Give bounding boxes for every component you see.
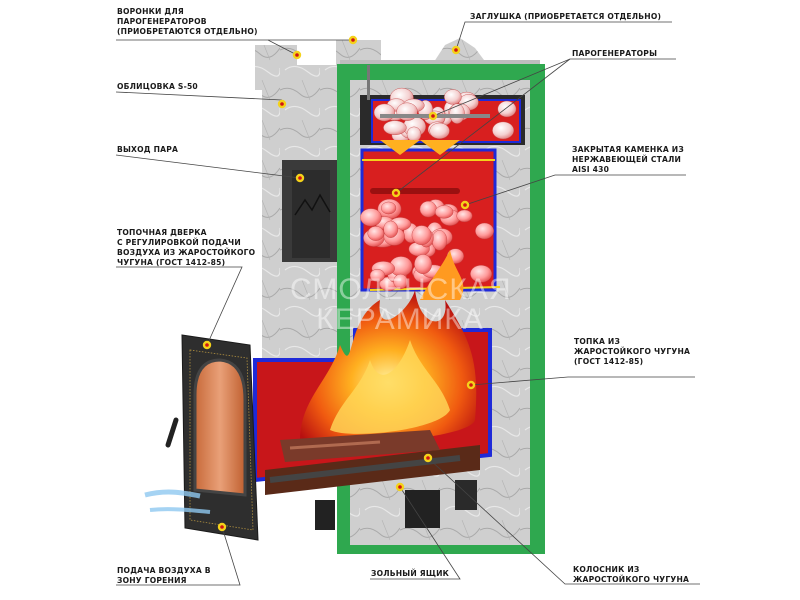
stone	[367, 226, 385, 241]
label-closed-heater: ЗАКРЫТАЯ КАМЕНКА ИЗ НЕРЖАВЕЮЩЕЙ СТАЛИ AI…	[572, 145, 684, 174]
stone	[497, 100, 517, 118]
callout-marker	[460, 200, 470, 210]
callout-marker	[277, 99, 287, 109]
stone	[429, 122, 450, 139]
leader-firebox	[470, 376, 695, 386]
label-ash-box: ЗОЛЬНЫЙ ЯЩИК	[371, 569, 450, 578]
stone	[414, 254, 432, 275]
label-steam-outlet: ВЫХОД ПАРА	[117, 145, 179, 154]
leader-fire-door	[116, 266, 243, 346]
stone	[383, 120, 407, 135]
stone	[475, 222, 494, 240]
callout-marker	[348, 35, 358, 45]
stone	[360, 208, 382, 227]
stone	[393, 273, 408, 290]
label-steam-generators: ПАРОГЕНЕРАТОРЫ	[572, 49, 658, 58]
leader-plug	[455, 21, 672, 51]
label-plug: ЗАГЛУШКА (ПРИОБРЕТАЕТСЯ ОТДЕЛЬНО)	[470, 12, 662, 21]
stone	[434, 205, 454, 219]
watermark-line-2: КЕРАМИКА	[316, 303, 484, 336]
watermark: СМОЛЕНСКАЯ КЕРАМИКА	[290, 273, 512, 336]
stone	[492, 121, 515, 140]
stone	[369, 269, 386, 282]
leader-heater	[464, 174, 686, 206]
label-firebox: ТОПКА ИЗ ЖАРОСТОЙКОГО ЧУГУНА (ГОСТ 1412-…	[574, 337, 691, 366]
label-grate: КОЛОСНИК ИЗ ЖАРОСТОЙКОГО ЧУГУНА	[573, 565, 690, 584]
leader-cladding	[115, 91, 283, 101]
callout-marker	[295, 173, 305, 183]
label-cladding: ОБЛИЦОВКА S-50	[117, 82, 198, 91]
leader-steam-gen-a	[432, 58, 676, 117]
fire-flames	[300, 250, 477, 444]
stone	[411, 225, 432, 246]
watermark-line-1: СМОЛЕНСКАЯ	[290, 273, 512, 306]
stone	[449, 103, 465, 124]
leader-steam-outlet	[115, 154, 301, 179]
stone	[470, 265, 493, 283]
leader-grate	[427, 457, 700, 585]
callout-marker	[217, 522, 227, 532]
air-supply-arrows	[144, 489, 211, 514]
label-funnels: ВОРОНКИ ДЛЯ ПАРОГЕНЕРАТОРОВ (ПРИОБРЕТАЮТ…	[117, 7, 258, 36]
callout-marker	[423, 453, 433, 463]
stone	[380, 201, 397, 215]
heater-stones	[360, 198, 494, 291]
logs	[280, 430, 440, 462]
callout-marker	[428, 111, 438, 121]
callout-marker	[395, 482, 405, 492]
stone	[444, 89, 462, 105]
label-air-supply: ПОДАЧА ВОЗДУХА В ЗОНУ ГОРЕНИЯ	[117, 566, 211, 585]
label-fire-door: ТОПОЧНАЯ ДВЕРКА С РЕГУЛИРОВКОЙ ПОДАЧИ ВО…	[117, 228, 256, 267]
leader-air-supply	[116, 526, 241, 586]
callout-marker	[202, 340, 212, 350]
callout-marker	[466, 380, 476, 390]
leader-funnels-a	[116, 39, 298, 56]
callout-marker	[292, 50, 302, 60]
callout-marker	[451, 45, 461, 55]
stone	[456, 209, 473, 223]
leader-ash-box	[370, 486, 461, 580]
leader-steam-gen-b	[395, 58, 571, 194]
callout-marker	[391, 188, 401, 198]
fire-door	[165, 334, 259, 541]
stone	[383, 220, 399, 238]
